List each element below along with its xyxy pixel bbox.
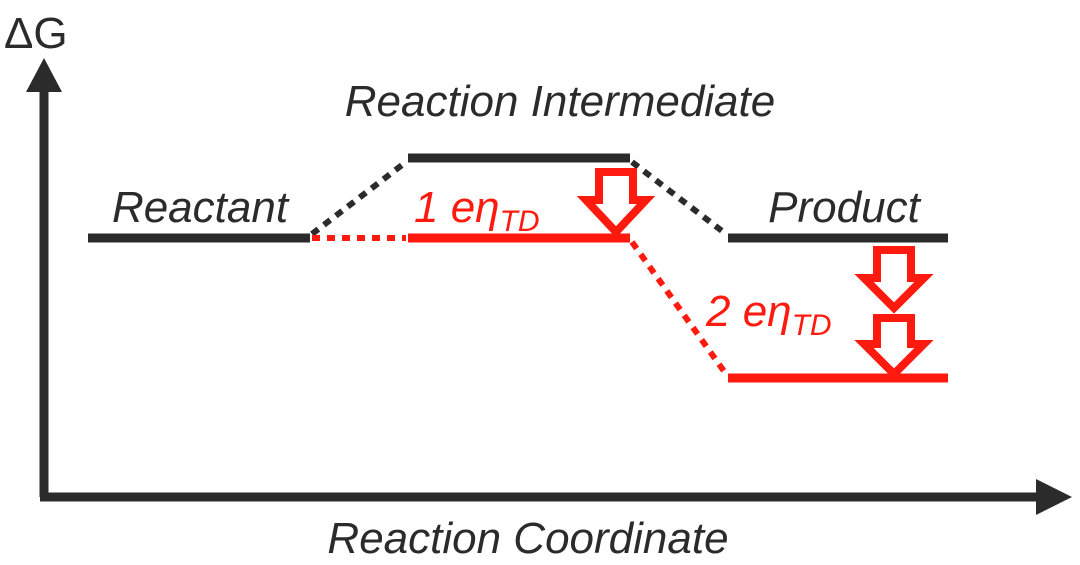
axes <box>26 58 1072 515</box>
one-e-overpotential-label: 1 eηTD <box>414 183 540 238</box>
x-axis-arrowhead <box>1036 479 1072 515</box>
y-axis-label: ΔG <box>4 9 68 58</box>
reactant-to-intermediate-connector <box>310 159 408 237</box>
down-arrow-icon <box>854 314 934 380</box>
y-axis-arrowhead <box>26 58 62 92</box>
intermediate-label: Reaction Intermediate <box>345 77 775 126</box>
product-label: Product <box>768 183 921 232</box>
shifted-intermediate-to-product-connector <box>629 240 729 376</box>
shifted-pathway <box>312 233 948 383</box>
two-e-subscript: TD <box>792 309 832 342</box>
one-e-prefix: 1 eη <box>414 183 500 232</box>
intermediate-to-product-connector <box>630 159 728 237</box>
down-arrow-icon <box>854 246 934 314</box>
baseline-pathway <box>88 153 948 243</box>
down-arrow-icon <box>576 168 656 238</box>
reactant-label: Reactant <box>112 183 290 232</box>
one-e-subscript: TD <box>500 205 540 238</box>
x-axis-label: Reaction Coordinate <box>327 514 728 563</box>
two-e-overpotential-label: 2 eηTD <box>705 287 832 342</box>
two-e-prefix: 2 eη <box>705 287 792 336</box>
